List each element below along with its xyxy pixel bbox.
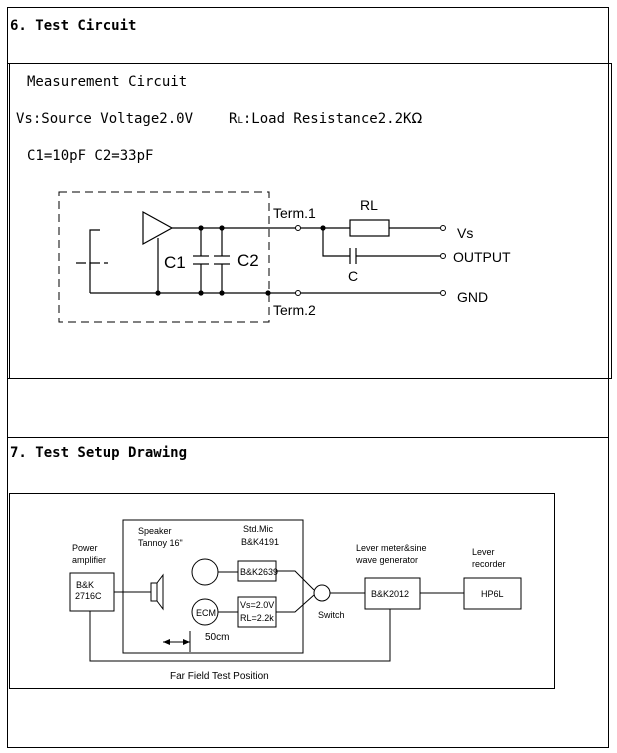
capacitor-values: C1=10pF C2=33pF [27,148,154,164]
stdmic-label-1: Std.Mic [243,524,274,534]
bk2716-label-1: B&K [76,580,94,590]
source-voltage-text: Vs:Source Voltage2.0V [16,111,194,127]
section-7-heading: 7. Test Setup Drawing [10,445,188,461]
power-amp-label-1: Power [72,543,98,553]
load-resistance-text: RL:Load Resistance2.2KΩ [229,111,423,127]
speaker-icon [150,582,158,602]
test-setup-panel [9,493,555,689]
bk2639-label: B&K2639 [240,567,278,577]
rl-label: RL [360,197,378,213]
page-frame [7,7,609,748]
bk2716-label-2: 2716C [75,591,102,601]
speaker-label-2: Tannoy 16" [138,538,183,548]
hp6l-label: HP6L [481,589,504,599]
far-field-label: Far Field Test Position [170,671,269,682]
recorder-label-2: recorder [472,559,506,569]
c-label: C [348,268,358,284]
power-amp-label-2: amplifier [72,555,106,565]
switch-label: Switch [318,610,345,620]
term1-label: Term.1 [273,205,316,221]
stdmic-label-2: B&K4191 [241,537,279,547]
bk2012-label: B&K2012 [371,589,409,599]
anechoic-chamber-box [122,519,304,654]
term2-label: Term.2 [273,302,316,318]
bias-voltage-label: Vs=2.0V [240,600,274,610]
distance-label: 50cm [205,632,229,643]
output-terminal-label: OUTPUT [453,249,511,265]
mic-package-outline [58,191,270,323]
c2-label: C2 [237,251,259,270]
section-6-heading: 6. Test Circuit [10,18,137,34]
hp6l-box [463,577,522,610]
ecm-label: ECM [196,608,216,618]
recorder-label-1: Lever [472,547,495,557]
c1-label: C1 [164,253,186,272]
std-mic-icon [191,558,219,586]
gnd-terminal-label: GND [457,289,488,305]
vs-terminal-label: Vs [457,225,473,241]
lever-meter-label-2: wave generator [355,555,418,565]
measurement-subtitle: Measurement Circuit [27,74,188,90]
speaker-label-1: Speaker [138,526,172,536]
test-circuit-panel [9,63,612,379]
bias-load-label: RL=2.2k [240,613,274,623]
divider [7,437,609,438]
lever-meter-label-1: Lever meter&sine [356,543,427,553]
amplifier-symbol [142,210,174,246]
switch-icon [313,584,331,602]
